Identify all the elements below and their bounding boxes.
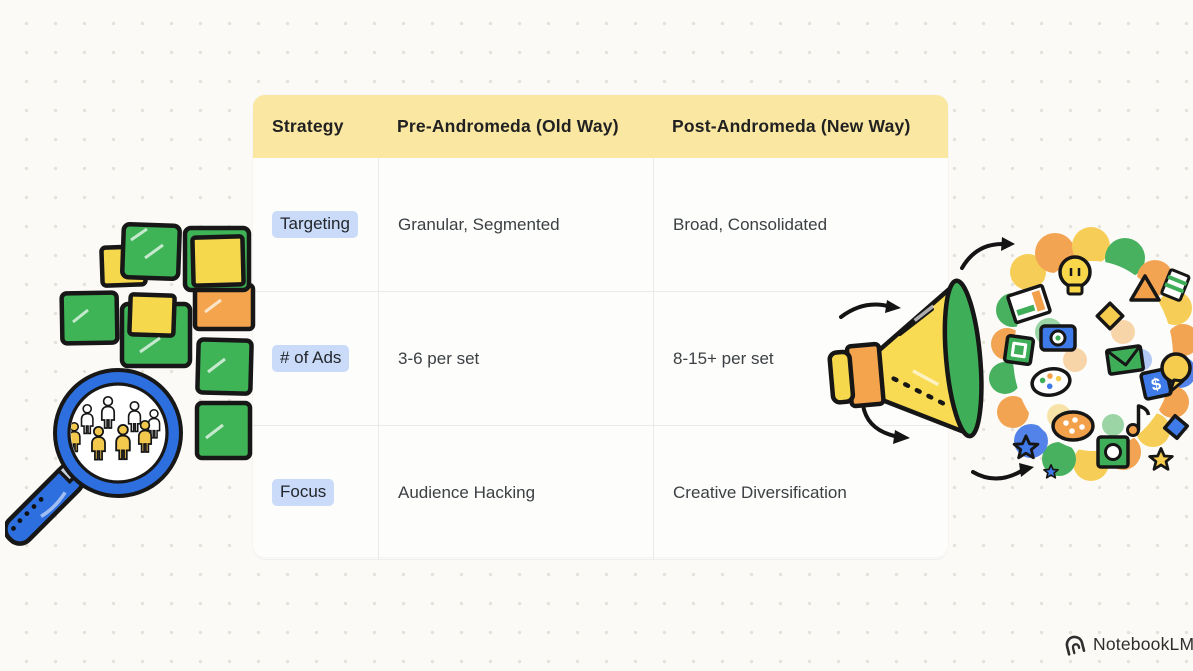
notebooklm-branding: NotebookLM (1064, 633, 1193, 656)
speech-bubble-icon (1160, 352, 1192, 394)
logo-text: NotebookLM (1093, 634, 1193, 654)
row-label-chip: Focus (272, 479, 335, 506)
sticky-note-green (194, 400, 253, 461)
sticky-note-yellow-overlay (127, 292, 177, 338)
sticky-notes-cluster (59, 221, 256, 461)
envelope-icon (1105, 344, 1145, 376)
lightbulb-icon (1058, 255, 1092, 296)
arrow-icon (960, 242, 1004, 270)
cup-icon (1160, 268, 1191, 302)
megaphone-idea-cloud-illustration: $ (827, 227, 1193, 481)
palette-icon (1030, 367, 1072, 397)
magnifier-lens (56, 371, 180, 495)
row-label-chip: Targeting (272, 211, 358, 238)
column-header-new-way: Post-Andromeda (New Way) (672, 116, 911, 136)
diamond-icon (1162, 413, 1190, 441)
triangle-icon (1129, 274, 1161, 302)
row-label-cell: Targeting (253, 211, 378, 238)
idea-cloud-icons: $ (1002, 255, 1192, 479)
arrow-icon (971, 468, 1025, 481)
sticky-note-green (59, 290, 120, 346)
sticky-note-green (195, 337, 254, 396)
chart-card-icon (1006, 283, 1052, 325)
old-way-cell: Audience Hacking (378, 426, 653, 559)
new-way-cell: Broad, Consolidated (653, 158, 948, 291)
new-way-cell: 8-15+ per set (653, 292, 948, 425)
diamond-icon (1095, 301, 1125, 331)
photo-square-icon (1002, 333, 1036, 367)
arrows (839, 237, 1034, 481)
row-label-cell: Focus (253, 479, 378, 506)
column-header-old-way: Pre-Andromeda (Old Way) (397, 116, 619, 136)
star-icon (1148, 447, 1174, 471)
table-row-focus: Focus Audience Hacking Creative Diversif… (253, 425, 948, 560)
table-header-row: Strategy Pre-Andromeda (Old Way) Post-An… (253, 95, 948, 158)
old-way-cell: 3-6 per set (378, 292, 653, 425)
arrow-icon (861, 403, 901, 439)
camera-icon (1039, 324, 1077, 352)
row-label-chip: # of Ads (272, 345, 350, 372)
palette-orange-icon (1051, 410, 1095, 442)
sticky-note-green (120, 221, 182, 282)
arrow-icon (839, 302, 893, 319)
magnifier-ring (56, 371, 180, 495)
table-row-num-ads: # of Ads 3-6 per set 8-15+ per set (253, 291, 948, 425)
music-note-icon (1126, 404, 1151, 437)
column-header-strategy: Strategy (272, 116, 344, 136)
megaphone-icon (827, 278, 984, 439)
table-row-targeting: Targeting Granular, Segmented Broad, Con… (253, 158, 948, 291)
comparison-table: Strategy Pre-Andromeda (Old Way) Post-An… (253, 95, 948, 560)
row-label-cell: # of Ads (253, 345, 378, 372)
audience-magnifier-illustration (5, 221, 256, 546)
notebooklm-logo-icon (1065, 635, 1086, 656)
sticky-note-yellow-inset (190, 234, 246, 288)
new-way-cell: Creative Diversification (653, 426, 948, 559)
old-way-cell: Granular, Segmented (378, 158, 653, 291)
magnifier-handle (5, 464, 85, 546)
lens-square-icon (1096, 435, 1130, 469)
svg-text:$: $ (1149, 374, 1163, 395)
